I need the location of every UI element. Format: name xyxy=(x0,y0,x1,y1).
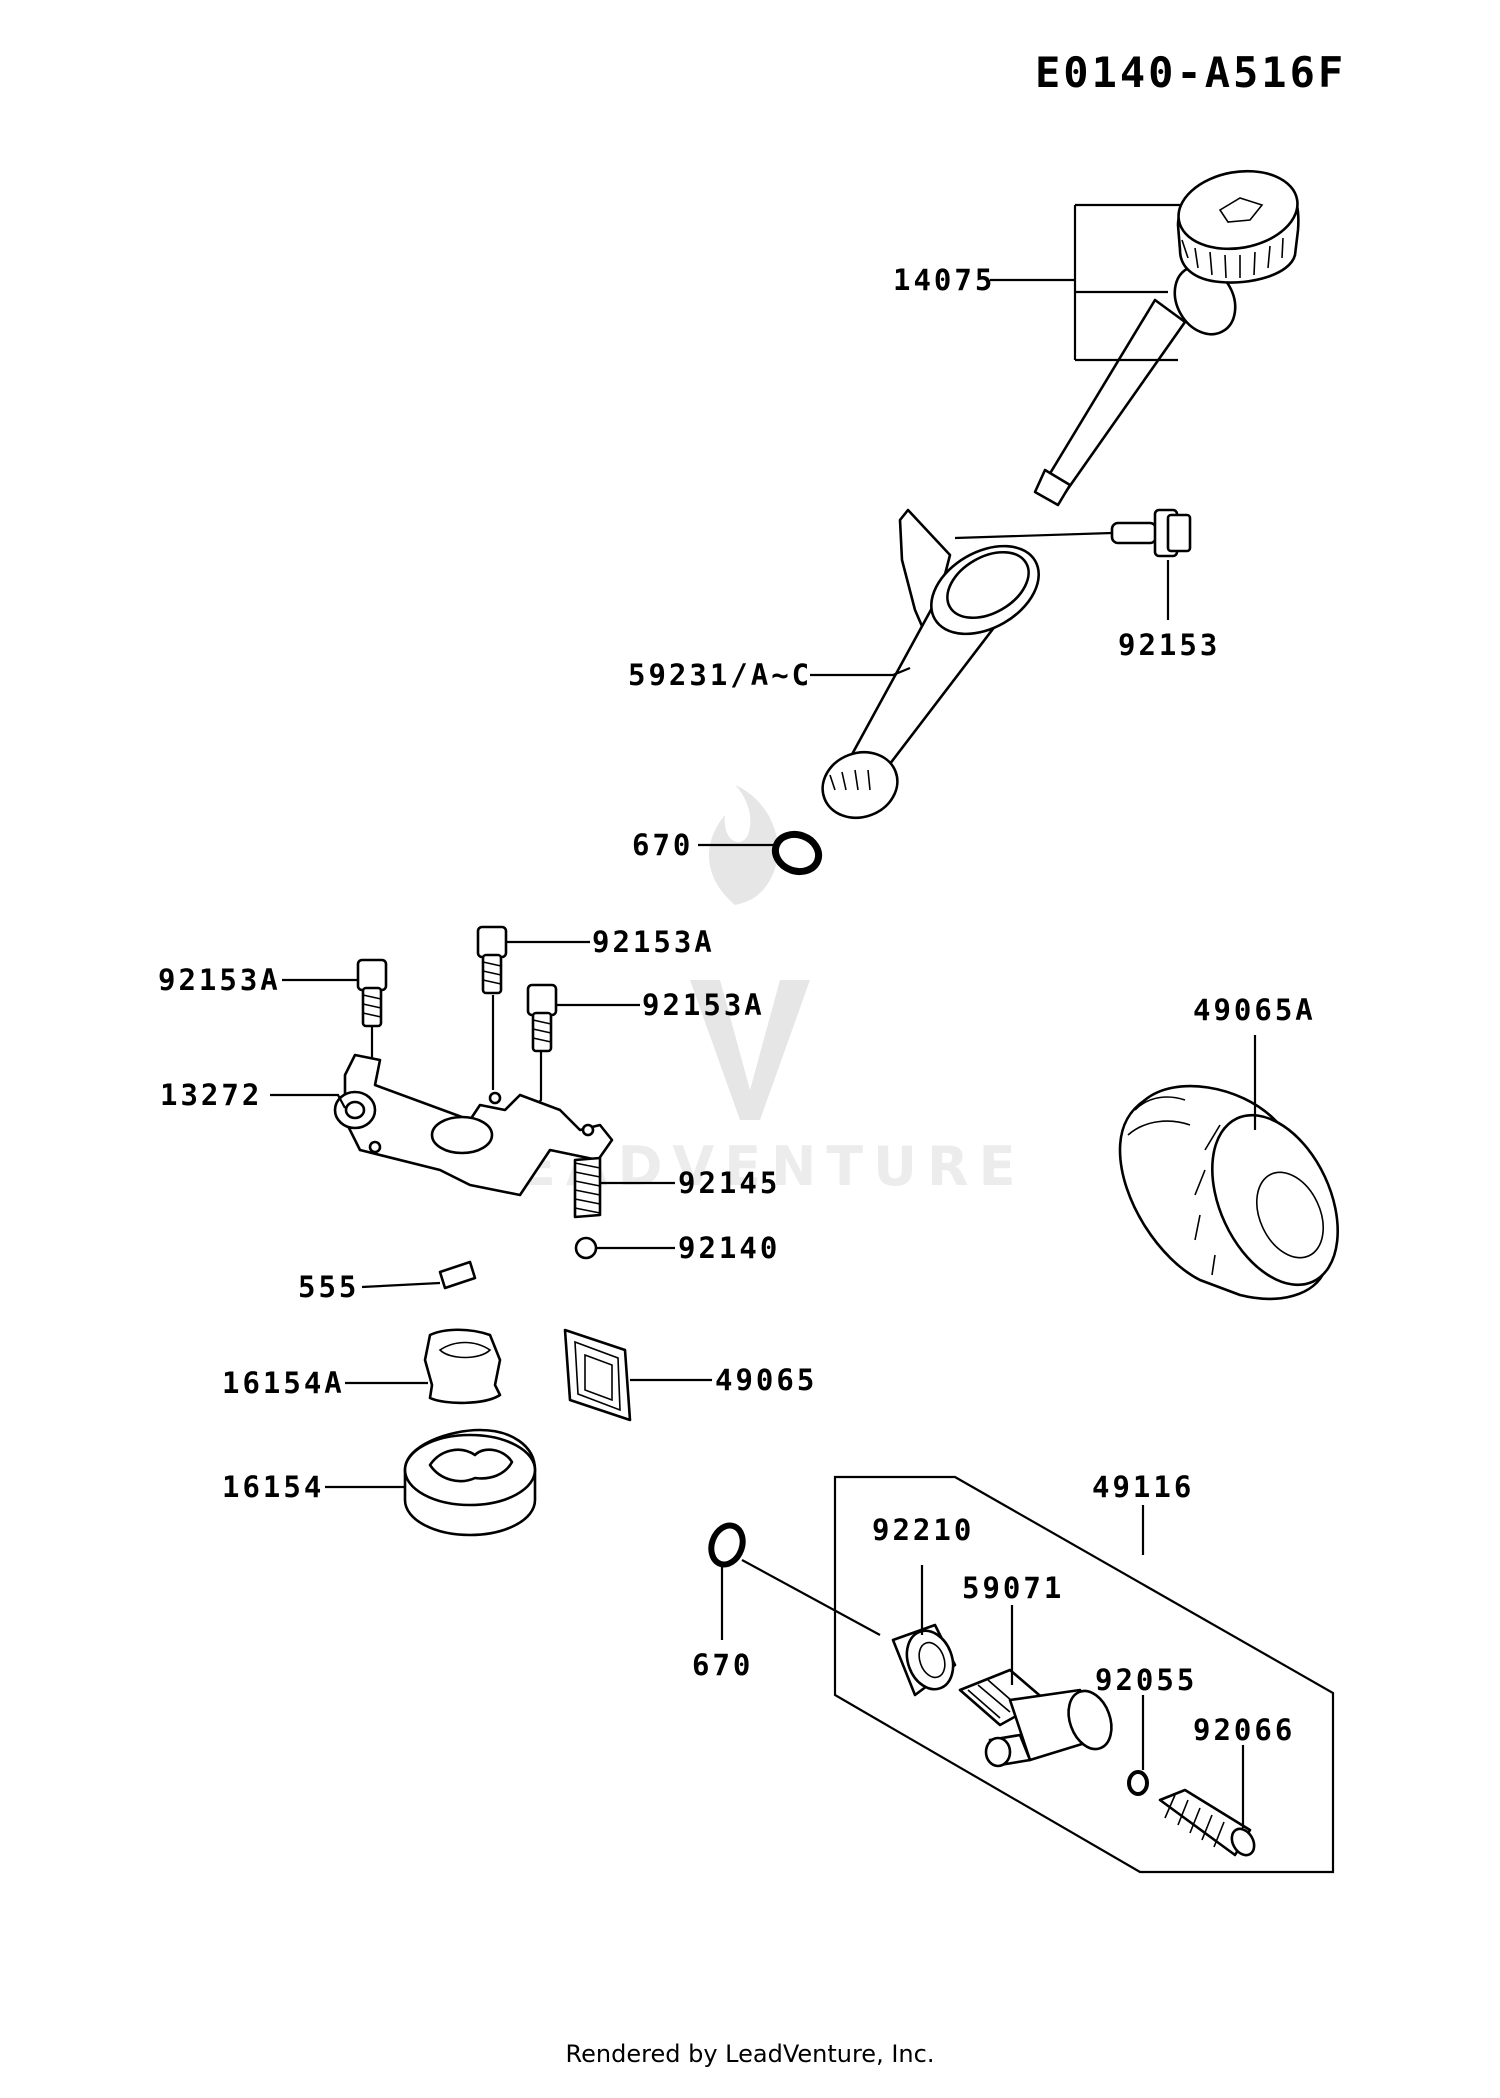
label-13272: 13272 xyxy=(160,1078,262,1112)
label-92153A-3: 92153A xyxy=(642,988,765,1022)
label-59231: 59231/A~C xyxy=(628,658,812,692)
leader-670-bottom xyxy=(720,1559,881,1640)
label-16154A: 16154A xyxy=(222,1366,345,1400)
part-670-o-ring-bottom[interactable] xyxy=(706,1521,748,1569)
kit-box-49116 xyxy=(833,1475,1335,1874)
part-14075-dipstick[interactable] xyxy=(1033,162,1304,507)
part-92066-screw[interactable] xyxy=(1158,1788,1259,1859)
label-49065: 49065 xyxy=(715,1363,817,1397)
label-16154: 16154 xyxy=(222,1470,324,1504)
part-555-pin[interactable] xyxy=(438,1260,477,1290)
part-59071-fitting[interactable] xyxy=(958,1668,1119,1768)
label-670-top: 670 xyxy=(632,828,693,862)
label-92210: 92210 xyxy=(872,1513,974,1547)
part-92153A-bolt-1[interactable] xyxy=(356,958,388,1028)
part-13272-cover-plate[interactable] xyxy=(333,1053,614,1197)
watermark-v-icon xyxy=(690,980,810,1120)
part-16154A-inner-rotor[interactable] xyxy=(423,1328,502,1405)
part-92153-bolt[interactable] xyxy=(1110,508,1192,558)
part-49065-oil-screen[interactable] xyxy=(563,1328,632,1422)
label-92153: 92153 xyxy=(1118,628,1220,662)
footer-credit: Rendered by LeadVenture, Inc. xyxy=(565,2040,935,2068)
label-555: 555 xyxy=(298,1270,359,1304)
label-92055: 92055 xyxy=(1095,1663,1197,1697)
diagram-code: E0140-A516F xyxy=(1035,48,1347,97)
part-92153A-bolt-2[interactable] xyxy=(476,925,508,995)
leader-13272 xyxy=(270,1093,346,1109)
part-92145-spring[interactable] xyxy=(573,1156,602,1219)
leader-555 xyxy=(361,1281,441,1289)
leader-92153 xyxy=(954,531,1170,620)
label-92066: 92066 xyxy=(1193,1713,1295,1747)
part-92153A-bolt-3[interactable] xyxy=(526,983,558,1053)
leader-14075 xyxy=(990,203,1180,362)
part-16154-outer-rotor[interactable] xyxy=(403,1428,537,1537)
label-92140: 92140 xyxy=(678,1231,780,1265)
part-92055-o-ring[interactable] xyxy=(1127,1770,1149,1796)
leader-92153A-2 xyxy=(491,940,590,1090)
part-92210-nut[interactable] xyxy=(891,1623,961,1697)
label-59071: 59071 xyxy=(962,1571,1064,1605)
part-670-o-ring-top[interactable] xyxy=(770,829,824,878)
label-49065A: 49065A xyxy=(1193,993,1316,1027)
label-670-bottom: 670 xyxy=(692,1648,753,1682)
label-92145: 92145 xyxy=(678,1166,780,1200)
part-59231-filler-tube[interactable] xyxy=(813,508,1054,828)
label-14075: 14075 xyxy=(893,263,995,297)
label-92153A-2: 92153A xyxy=(592,925,715,959)
label-92153A-1: 92153A xyxy=(158,963,281,997)
part-49065A-oil-filter[interactable] xyxy=(1118,1084,1363,1305)
label-49116: 49116 xyxy=(1092,1470,1194,1504)
leader-59231 xyxy=(810,666,911,677)
part-92140-ball[interactable] xyxy=(574,1236,598,1260)
